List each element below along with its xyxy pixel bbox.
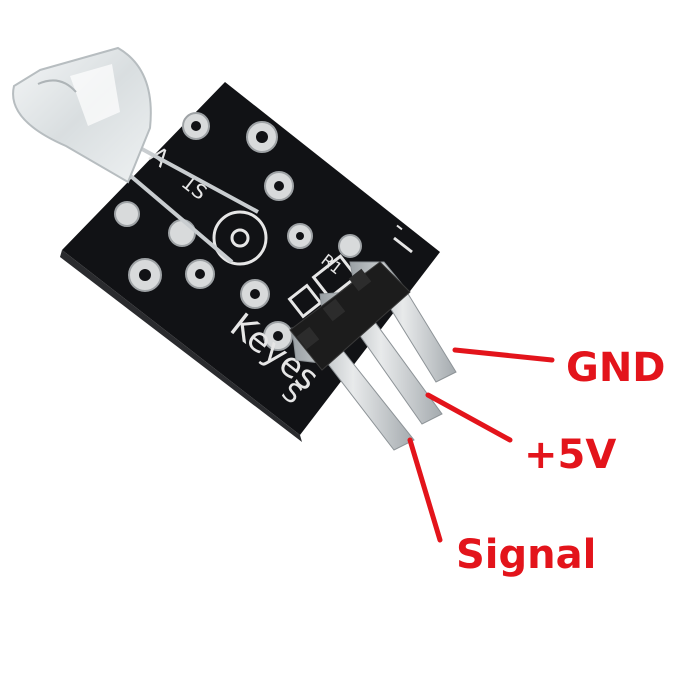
signal-label: Signal bbox=[456, 532, 597, 578]
header-block bbox=[289, 261, 411, 371]
vcc-label: +5V bbox=[524, 432, 617, 478]
header-pins bbox=[289, 261, 457, 451]
signal-pointer-line bbox=[407, 437, 443, 543]
gnd-label: GND bbox=[566, 345, 666, 391]
led-lens bbox=[12, 46, 152, 184]
gnd-pointer-line bbox=[452, 347, 555, 363]
ir-led bbox=[12, 46, 259, 264]
annotation-lines bbox=[407, 347, 555, 543]
vcc-pointer-line bbox=[425, 392, 513, 443]
